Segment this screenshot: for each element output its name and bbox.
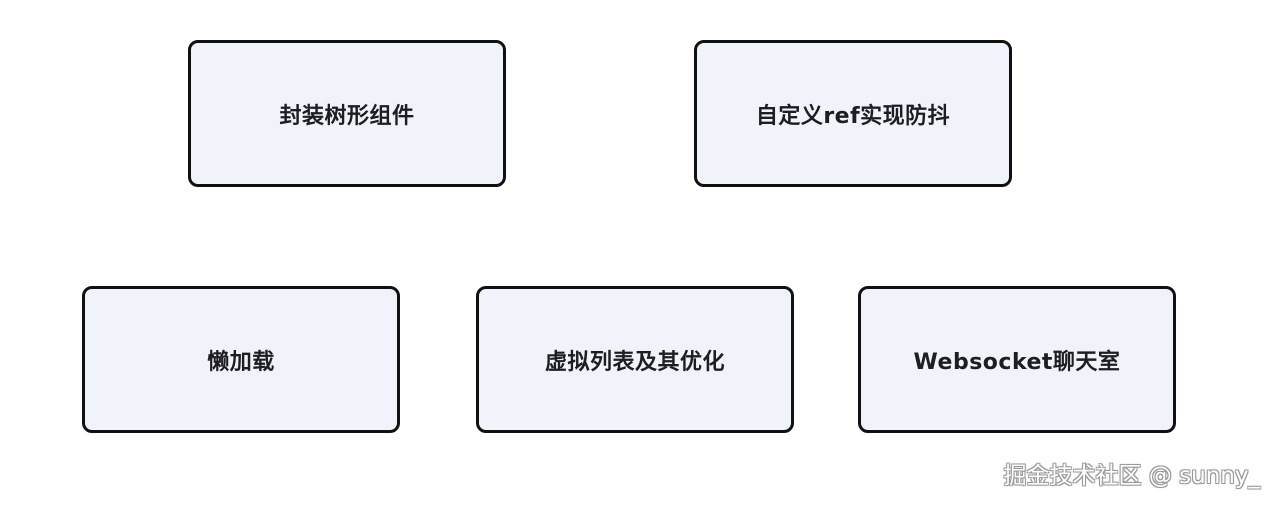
watermark: 掘金技术社区 @ sunny_ xyxy=(1003,463,1260,489)
node-label: Websocket聊天室 xyxy=(913,349,1121,375)
node-label: 自定义ref实现防抖 xyxy=(755,103,951,129)
node-label: 封装树形组件 xyxy=(279,103,415,129)
node-virtual-list[interactable]: 虚拟列表及其优化 xyxy=(476,286,794,433)
node-websocket-chat[interactable]: Websocket聊天室 xyxy=(858,286,1176,433)
node-lazy-load[interactable]: 懒加载 xyxy=(82,286,400,433)
node-custom-ref-debounce[interactable]: 自定义ref实现防抖 xyxy=(694,40,1012,187)
node-label: 虚拟列表及其优化 xyxy=(544,349,725,375)
node-label: 懒加载 xyxy=(207,349,275,375)
node-tree-component[interactable]: 封装树形组件 xyxy=(188,40,506,187)
